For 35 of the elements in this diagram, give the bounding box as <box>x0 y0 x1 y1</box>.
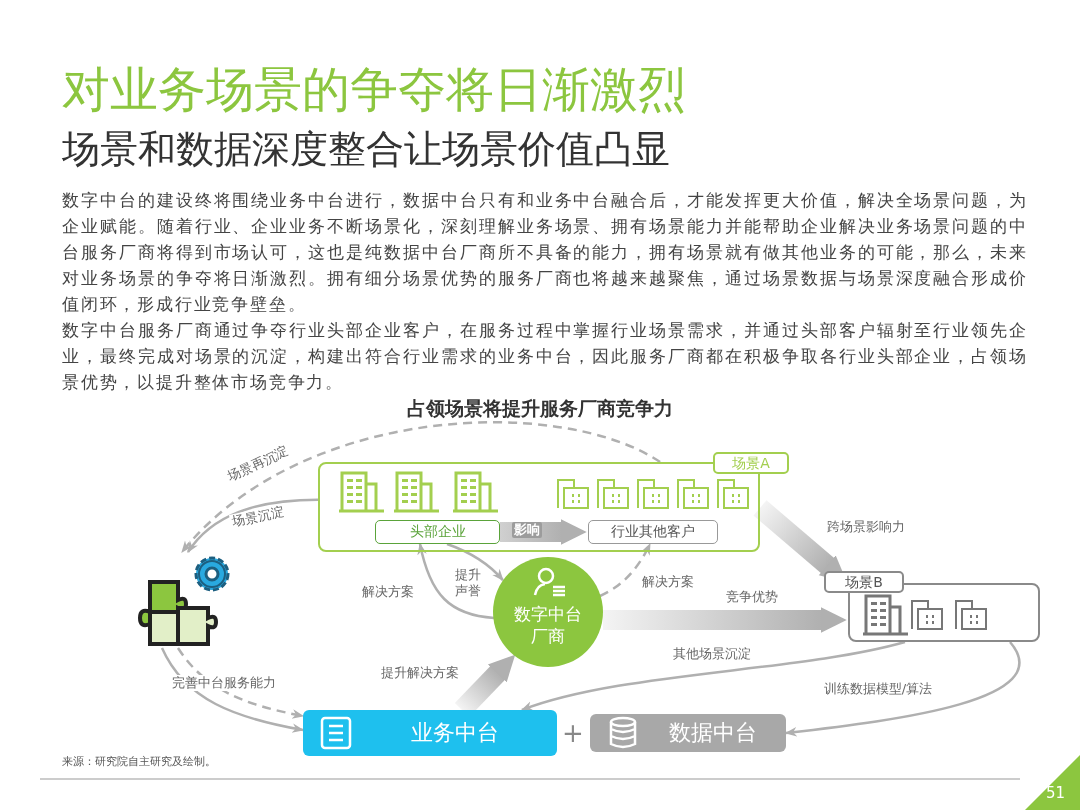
block-arrow <box>603 607 847 633</box>
arrow <box>784 641 1020 737</box>
chart-title: 占领场景将提升服务厂商竞争力 <box>406 396 674 421</box>
edge-label: 训练数据模型/算法 <box>821 681 935 697</box>
body-paragraph: 数字中台的建设终将围绕业务中台进行，数据中台只有和业务中台融合后，才能发挥更大价值，解决全场景问题，为企业赋能。随着行业、企业业务不断场景化，深刻理解业务场景、拥有场景能力并能帮助企业解决业务场景问题的中台服务厂商将得到市场认可，这也是纯数据中台厂商所不具备的能力，拥有场景就有做其他业务的可能，那么，未来对业务场景的争夺将日渐激烈。拥有细分场景优势的服务厂商也将越来越聚焦，通过场景数据与场景深度融合形成价值闭环，形成行业竞争壁垒。 <box>62 190 1028 316</box>
edge-label: 其他场景沉淀 <box>671 646 753 662</box>
source-note: 来源：研究院自主研究及绘制。 <box>62 754 216 769</box>
page-number: 51 <box>1046 784 1066 802</box>
platform-label: 业务中台 <box>410 719 500 747</box>
arrow <box>160 647 305 733</box>
edge-label: 解决方案 <box>640 574 696 590</box>
label-box: 头部企业 <box>375 520 500 544</box>
edge-label: 影响 <box>512 522 542 538</box>
platform-box <box>303 710 557 756</box>
tab-label: 场景A <box>713 452 789 474</box>
title: 对业务场景的争夺将日渐激烈 <box>62 60 686 119</box>
platform-box <box>590 714 786 752</box>
arrow <box>417 542 495 620</box>
plus-sign: + <box>562 718 584 748</box>
circle-label: 数字中台厂商 <box>513 603 583 647</box>
dashed-arrow <box>181 421 661 553</box>
dashed-arrow <box>176 647 305 719</box>
subtitle: 场景和数据深度整合让场景价值凸显 <box>62 126 670 173</box>
platform-label: 数据中台 <box>668 719 758 747</box>
tab-label: 场景B <box>824 571 904 593</box>
block-arrow <box>500 519 587 545</box>
arrow <box>520 640 906 712</box>
dashed-arrow <box>599 542 652 598</box>
body-paragraph: 数字中台服务厂商通过争夺行业头部企业客户，在服务过程中掌握行业场景需求，并通过头部客户辐射至行业领先企业，最终完成对场景的沉淀，构建出符合行业需求的业务中台，因此服务厂商都在积极争取各行业头部企业，占领场景优势，以提升整体市场竞争力。 <box>62 320 1028 394</box>
label-box: 行业其他客户 <box>588 520 718 544</box>
arrow <box>446 542 504 581</box>
edge-label: 竞争优势 <box>724 589 780 605</box>
edge-label: 提升解决方案 <box>379 665 461 681</box>
arrow <box>187 498 319 553</box>
edge-label: 解决方案 <box>360 584 416 600</box>
